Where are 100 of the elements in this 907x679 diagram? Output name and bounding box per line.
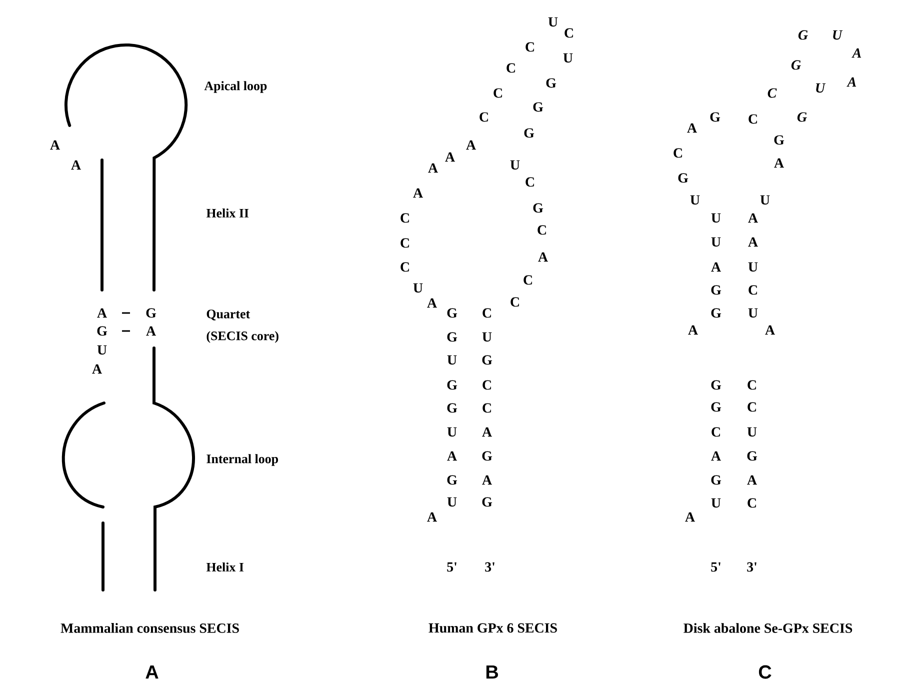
nucleotide-letter: G — [747, 451, 758, 461]
nucleotide-letter: U — [482, 332, 492, 342]
nucleotide-letter: C — [482, 380, 491, 390]
panel-caption: Disk abalone Se-GPx SECIS — [684, 623, 852, 633]
nucleotide-letter: U — [97, 345, 107, 355]
nucleotide-letter: A — [97, 308, 107, 318]
nucleotide-letter: G — [798, 30, 808, 40]
nucleotide-letter: C — [400, 262, 409, 272]
nucleotide-letter: G — [447, 380, 458, 390]
nucleotide-letter: U — [747, 427, 757, 437]
nucleotide-letter: G — [533, 102, 544, 112]
nucleotide-letter: G — [797, 112, 807, 122]
nucleotide-letter: A — [413, 188, 423, 198]
nucleotide-letter: G — [447, 308, 458, 318]
region-label: (SECIS core) — [206, 331, 278, 343]
nucleotide-letter: U — [447, 427, 457, 437]
nucleotide-letter: A — [852, 48, 862, 58]
nucleotide-letter: A — [92, 364, 102, 374]
nucleotide-letter: U — [447, 355, 457, 365]
nucleotide-letter: G — [711, 380, 722, 390]
nucleotide-letter: U — [510, 160, 520, 170]
nucleotide-letter: G — [447, 332, 458, 342]
nucleotide-letter: C — [538, 225, 546, 235]
nucleotide-letter: C — [564, 28, 573, 38]
nucleotide-letter: C — [524, 275, 532, 285]
nucleotide-letter: A — [146, 326, 156, 336]
panel-letter: A — [146, 666, 158, 678]
nucleotide-letter: C — [510, 297, 519, 307]
nucleotide-letter: C — [526, 177, 534, 187]
nucleotide-letter: A — [687, 123, 697, 133]
nucleotide-letter: C — [748, 114, 757, 124]
nucleotide-letter: A — [482, 427, 492, 437]
nucleotide-letter: U — [548, 17, 558, 27]
panel-letter: B — [486, 666, 498, 678]
nucleotide-letter: U — [447, 497, 457, 507]
nucleotide-letter: A — [711, 451, 721, 461]
nucleotide-letter: C — [748, 498, 756, 508]
nucleotide-letter: G — [482, 355, 492, 365]
nucleotide-letter: A — [50, 140, 60, 150]
nucleotide-letter: A — [427, 298, 437, 308]
nucleotide-letter: G — [482, 451, 492, 461]
nucleotide-letter: C — [506, 63, 515, 73]
nucleotide-letter: U — [413, 283, 423, 293]
nucleotide-letter: C — [480, 112, 488, 122]
nucleotide-letter: A — [428, 163, 438, 173]
nucleotide-letter: C — [482, 403, 491, 413]
nucleotide-letter: U — [760, 195, 770, 205]
nucleotide-letter: A — [748, 213, 758, 223]
nucleotide-letter: G — [711, 402, 722, 412]
nucleotide-letter: A — [765, 325, 775, 335]
nucleotide-letter: U — [833, 30, 843, 40]
nucleotide-letter: A — [466, 140, 476, 150]
nucleotide-letter: G — [146, 308, 156, 318]
nucleotide-letter: C — [400, 238, 409, 248]
region-label: Helix I — [206, 562, 244, 572]
strand-end-label: 5' — [447, 562, 456, 572]
nucleotide-letter: G — [678, 173, 688, 183]
nucleotide-letter: C — [400, 213, 409, 223]
nucleotide-letter: A — [748, 237, 758, 247]
nucleotide-letter: A — [711, 262, 721, 272]
nucleotide-letter: U — [690, 195, 700, 205]
region-label: Helix II — [206, 208, 249, 218]
strand-end-label: 3' — [747, 562, 756, 572]
nucleotide-letter: A — [482, 475, 492, 485]
nucleotide-letter: G — [711, 285, 722, 295]
nucleotide-letter: G — [774, 135, 784, 145]
nucleotide-letter: U — [711, 213, 721, 223]
nucleotide-letter: G — [710, 112, 720, 122]
nucleotide-letter: U — [748, 262, 758, 272]
nucleotide-letter: A — [445, 152, 455, 162]
nucleotide-letter: G — [447, 403, 458, 413]
strand-end-label: 5' — [711, 562, 720, 572]
nucleotide-letter: A — [538, 252, 548, 262]
nucleotide-letter: G — [711, 475, 722, 485]
nucleotide-letter: U — [563, 53, 573, 63]
nucleotide-letter: U — [816, 83, 826, 93]
nucleotide-letter: A — [685, 512, 695, 522]
strand-end-label: 3' — [485, 562, 494, 572]
nucleotide-letter: G — [447, 475, 458, 485]
nucleotide-letter: A — [71, 160, 81, 170]
nucleotide-letter: C — [748, 402, 756, 412]
nucleotide-letter: G — [97, 326, 108, 336]
nucleotide-letter: A — [846, 77, 856, 87]
nucleotide-letter: U — [711, 237, 721, 247]
nucleotide-letter: A — [774, 158, 784, 168]
nucleotide-letter: U — [748, 308, 758, 318]
nucleotide-letter: U — [711, 498, 721, 508]
region-label: Quartet — [206, 310, 250, 320]
nucleotide-letter: G — [482, 497, 492, 507]
nucleotide-letter: G — [533, 203, 544, 213]
nucleotide-letter: A — [747, 475, 757, 485]
nucleotide-letter: C — [674, 148, 682, 158]
nucleotide-letter: A — [427, 512, 437, 522]
nucleotide-letter: C — [494, 88, 502, 98]
region-label: Apical loop — [204, 81, 267, 93]
nucleotide-letter: C — [482, 308, 491, 318]
nucleotide-letter: G — [711, 308, 722, 318]
nucleotide-letter: G — [791, 60, 801, 70]
region-label: Internal loop — [206, 454, 278, 466]
nucleotide-letter: G — [546, 78, 556, 88]
